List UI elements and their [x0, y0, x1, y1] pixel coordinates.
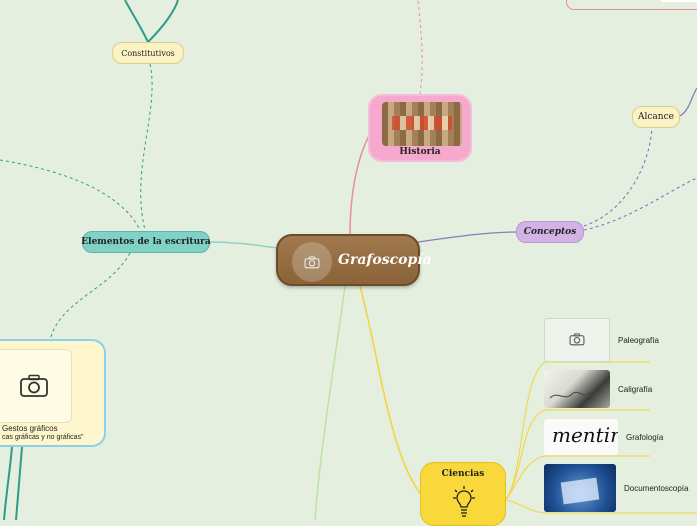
central-topic-grafoscopia[interactable]: Grafoscopía — [276, 234, 432, 286]
image-placeholder[interactable] — [544, 318, 610, 362]
caligrafia-image — [544, 370, 610, 408]
historia-image — [382, 102, 462, 146]
node-historia[interactable]: Historia — [368, 94, 472, 162]
camera-icon — [569, 333, 585, 346]
subitem-documentoscopia[interactable]: Documentoscopía — [544, 464, 688, 512]
node-label: Alcance — [638, 112, 674, 122]
subitem-paleografia[interactable]: Paleografía — [544, 318, 659, 362]
node-title: Gestos gráficos — [2, 424, 58, 433]
node-alcance[interactable]: Alcance — [632, 106, 680, 128]
node-label: Ciencias — [441, 469, 485, 479]
node-label: Conceptos — [523, 227, 577, 237]
node-conceptos[interactable]: Conceptos — [516, 221, 584, 243]
node-ciencias[interactable]: Ciencias — [420, 462, 506, 526]
grafologia-image-text: mentira — [552, 423, 618, 447]
documentoscopia-image — [544, 464, 616, 512]
subitem-grafologia[interactable]: mentira Grafología — [544, 419, 663, 455]
image-placeholder[interactable] — [0, 349, 72, 423]
node-label: Constitutivos — [121, 48, 175, 58]
subitem-label: Paleografía — [618, 335, 659, 345]
subitem-label: Grafología — [626, 432, 664, 442]
node-subtitle: cas gráficas y no gráficas" — [2, 434, 84, 441]
node-label: Historia — [399, 147, 441, 157]
node-gestos-graficos[interactable]: Gestos gráficos cas gráficas y no gráfic… — [0, 339, 106, 447]
node-label: Elementos de la escritura — [81, 237, 211, 247]
central-title: Grafoscopía — [338, 252, 432, 268]
top-right-node-partial[interactable] — [566, 0, 697, 10]
top-right-node-partial-inner — [660, 0, 697, 2]
lightbulb-icon — [453, 486, 475, 517]
grafologia-image: mentira — [544, 419, 618, 455]
subitem-label: Documentoscopía — [624, 483, 689, 493]
node-constitutivos[interactable]: Constitutivos — [112, 42, 184, 64]
subitem-label: Caligrafía — [618, 384, 653, 394]
subitem-caligrafia[interactable]: Caligrafía — [544, 370, 652, 408]
camera-icon — [20, 374, 48, 397]
camera-icon[interactable] — [292, 242, 332, 282]
node-elementos-escritura[interactable]: Elementos de la escritura — [81, 231, 211, 253]
